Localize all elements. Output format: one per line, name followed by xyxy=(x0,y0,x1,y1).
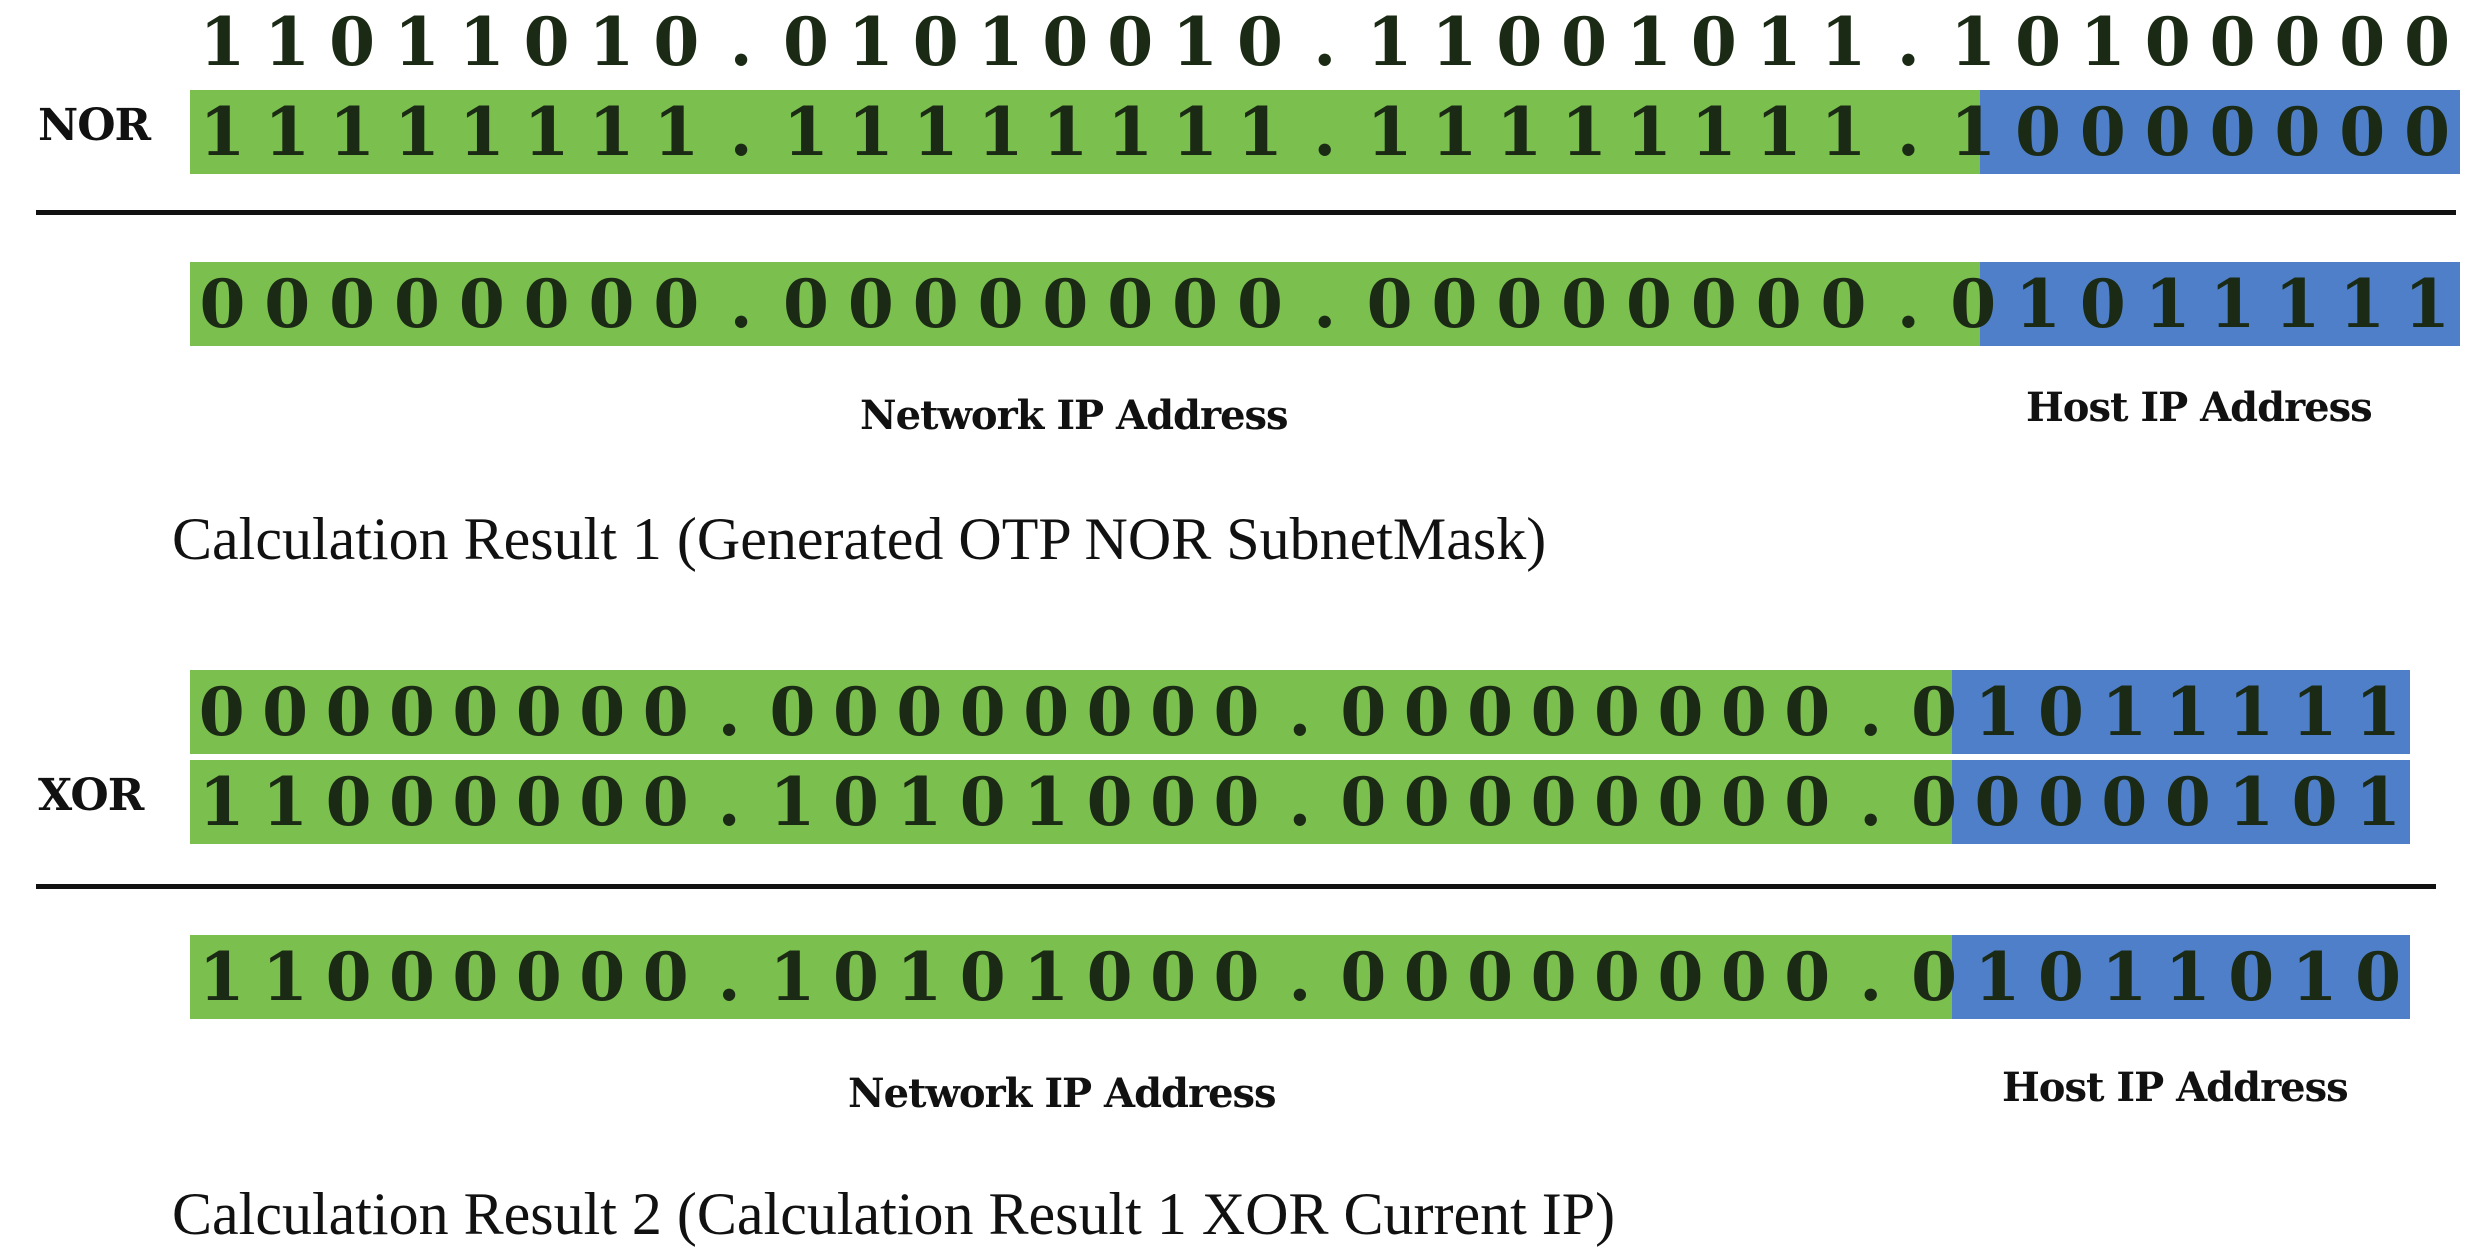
caption-result-2: Calculation Result 2 (Calculation Result… xyxy=(172,1181,1616,1247)
xor-operator-label: XOR xyxy=(38,770,144,821)
network-segment xyxy=(190,760,1952,844)
caption-result-1: Calculation Result 1 (Generated OTP NOR … xyxy=(172,506,1547,572)
host-ip-label: Host IP Address xyxy=(2002,1064,2349,1111)
network-segment xyxy=(190,670,1952,754)
host-segment xyxy=(1952,935,2410,1019)
host-segment xyxy=(1952,670,2410,754)
nor-operator-label: NOR xyxy=(38,100,151,151)
divider-rule xyxy=(36,210,2456,215)
network-segment xyxy=(190,90,1980,174)
network-segment xyxy=(190,262,1980,346)
host-ip-label: Host IP Address xyxy=(2026,384,2373,431)
network-segment xyxy=(190,935,1952,1019)
host-segment xyxy=(1980,90,2460,174)
divider-rule xyxy=(36,884,2436,889)
network-ip-label: Network IP Address xyxy=(848,1070,1277,1117)
host-segment xyxy=(1980,262,2460,346)
host-segment xyxy=(1952,760,2410,844)
network-ip-label: Network IP Address xyxy=(860,392,1289,439)
